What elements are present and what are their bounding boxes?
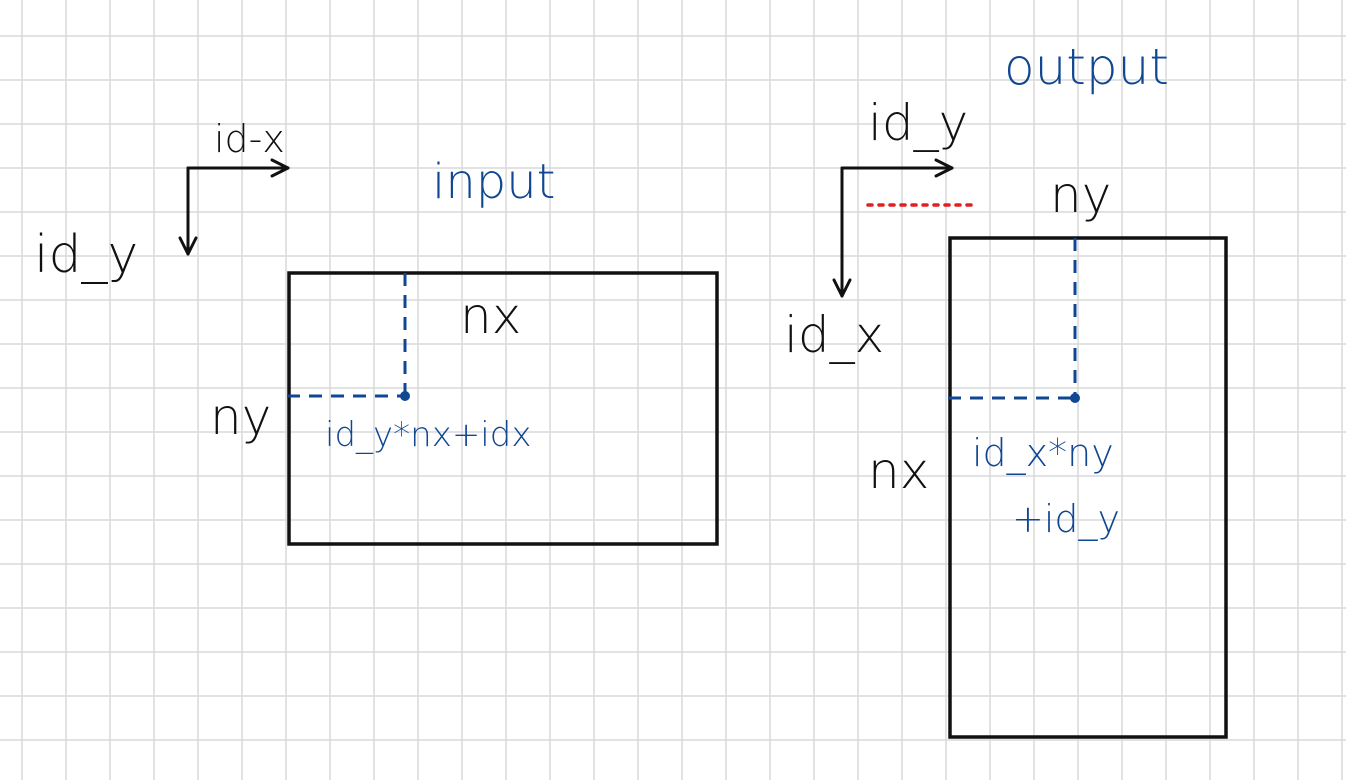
input-height-label: ny (210, 388, 271, 446)
output-matrix-rect (948, 236, 1228, 739)
output-element-dot (1070, 393, 1080, 403)
input-y-axis-label: id_y (34, 225, 138, 285)
input-matrix-rect (287, 271, 719, 546)
input-width-label: nx (460, 287, 521, 345)
output-vertical-axis-label: id_x (784, 306, 884, 364)
input-axes (178, 158, 290, 256)
input-index-formula: id_y*nx+idx (325, 415, 531, 455)
output-axes (832, 158, 954, 298)
output-horizontal-axis-label: id_y (868, 94, 968, 152)
input-element-dot (400, 391, 410, 401)
input-matrix-group: id-x id_y input nx ny id_y*nx+idx (34, 117, 719, 546)
input-title: input (432, 154, 555, 210)
output-width-label: ny (1050, 166, 1111, 224)
output-index-formula-line1: id_x*ny (972, 431, 1114, 476)
input-x-axis-label: id-x (214, 117, 285, 161)
output-matrix-group: output id_y id_x ny nx id_x*ny +id_y (784, 38, 1228, 739)
output-height-label: nx (868, 442, 929, 500)
output-index-formula-line2: +id_y (1012, 497, 1120, 542)
output-title: output (1004, 38, 1169, 96)
